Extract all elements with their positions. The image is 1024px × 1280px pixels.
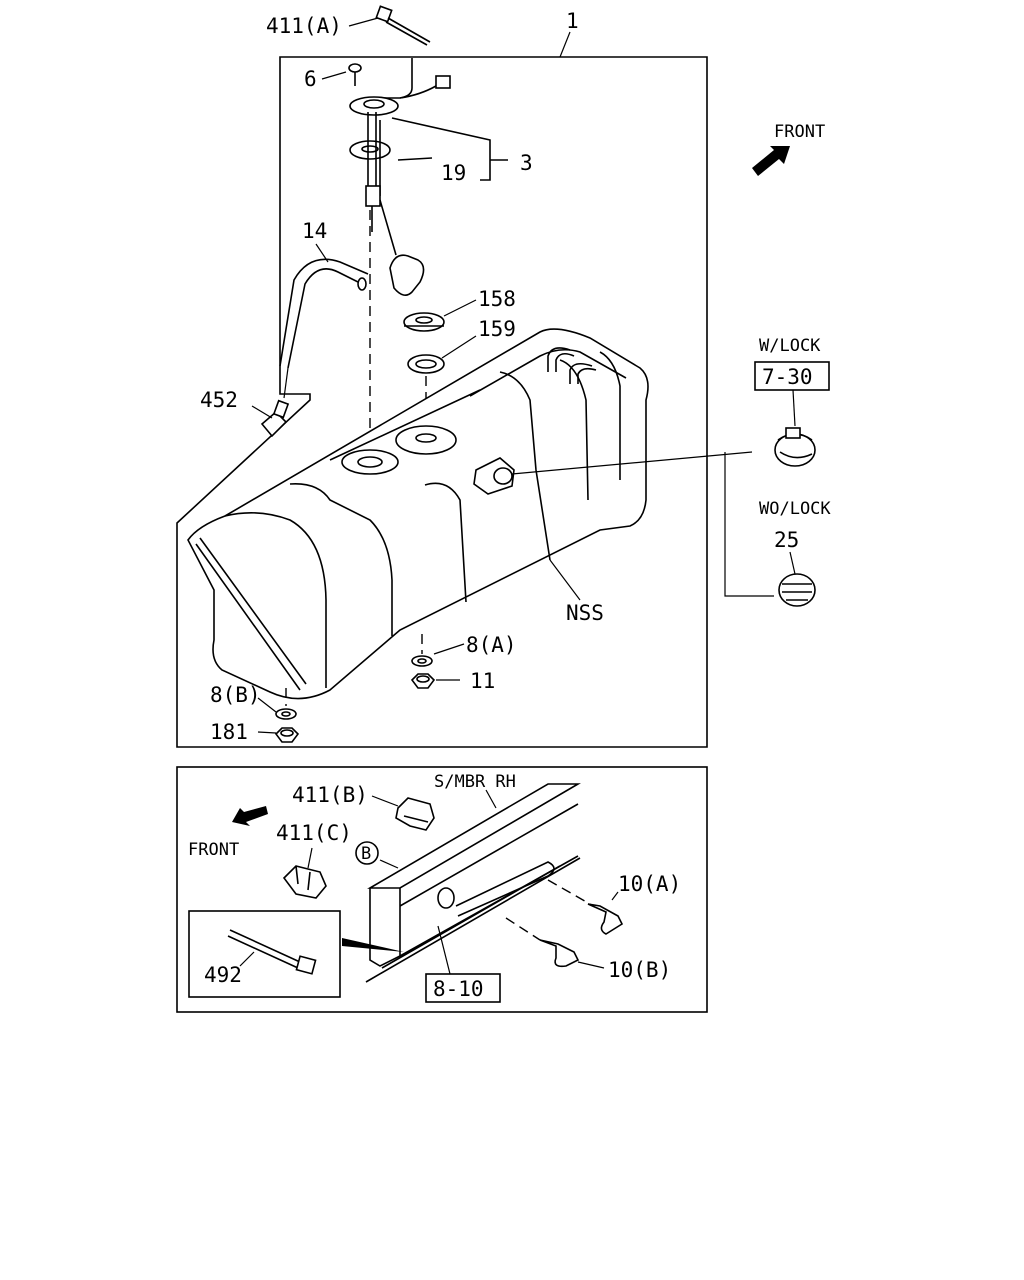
nut-11 [410, 673, 436, 689]
cable-tie-492 [227, 929, 317, 975]
fuel-tank [187, 328, 649, 700]
inset-box-492 [188, 910, 341, 998]
callout-411c: 411(C) [276, 821, 352, 845]
ref-box-8-10 [425, 973, 501, 1003]
callout-25: 25 [774, 528, 799, 552]
callout-10b: 10(B) [608, 958, 671, 982]
seal-158 [403, 312, 445, 332]
clip-411b [395, 797, 435, 831]
hose-14 [279, 258, 369, 399]
clip-411c [282, 865, 327, 899]
gasket-159 [407, 354, 445, 374]
nut-181 [274, 727, 300, 743]
callout-181: 181 [210, 720, 248, 744]
filler-to-cap-leader [511, 451, 753, 475]
ref-8-10: 8-10 [433, 977, 484, 1001]
callout-411a: 411(A) [266, 14, 342, 38]
callout-492: 492 [204, 963, 242, 987]
callout-1: 1 [566, 9, 579, 33]
washer-8b [275, 688, 297, 720]
callout-8a: 8(A) [466, 633, 517, 657]
circle-b-label: B [361, 844, 371, 864]
washer-8a [411, 634, 433, 667]
front-arrow-top-icon [752, 146, 790, 176]
main-frame [176, 56, 708, 748]
clip-10a [587, 903, 624, 935]
connector-452 [260, 399, 290, 438]
callout-nss: NSS [566, 601, 604, 625]
cable-tie-411a [375, 5, 431, 46]
s-mbr-rh-label: S/MBR RH [434, 772, 516, 792]
callout-3: 3 [520, 151, 533, 175]
side-member-rail [365, 783, 581, 983]
clip-10b [539, 939, 580, 968]
callout-411b: 411(B) [292, 783, 368, 807]
callout-10a: 10(A) [618, 872, 681, 896]
rail-pointer [342, 938, 404, 952]
fuel-cap-25 [778, 573, 816, 607]
callout-14: 14 [302, 219, 327, 243]
callout-159: 159 [478, 317, 516, 341]
locking-fuel-cap [774, 427, 816, 467]
callout-158: 158 [478, 287, 516, 311]
wo-lock-label: WO/LOCK [759, 499, 831, 519]
front-label-bottom: FRONT [188, 840, 239, 860]
cap-bracket [724, 452, 774, 597]
bracket-3 [391, 117, 508, 181]
fuel-sender-unit-3 [349, 58, 451, 296]
callout-452: 452 [200, 388, 238, 412]
callout-1-leader [559, 31, 571, 58]
callout-8b: 8(B) [210, 683, 261, 707]
ref-7-30: 7-30 [762, 365, 813, 389]
callout-6: 6 [304, 67, 317, 91]
callout-19: 19 [441, 161, 466, 185]
circle-b-marker [355, 841, 379, 865]
front-label-top: FRONT [774, 122, 825, 142]
screw-6 [348, 63, 362, 86]
w-lock-label: W/LOCK [759, 336, 821, 356]
front-arrow-bottom-icon [232, 806, 268, 826]
nss-leader [549, 559, 581, 601]
bottom-frame [176, 766, 708, 1013]
callout-11: 11 [470, 669, 495, 693]
ref-box-7-30 [754, 361, 830, 391]
